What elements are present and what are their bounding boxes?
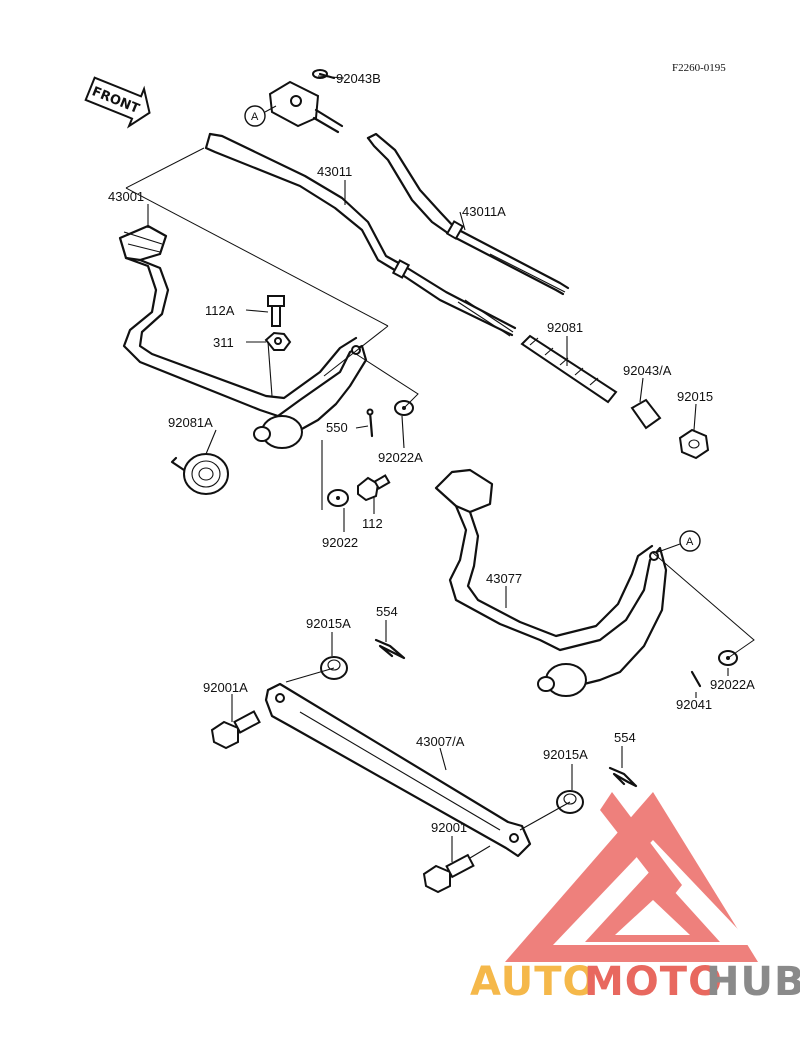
bolt-112 (357, 474, 391, 502)
part-label: 43077 (486, 571, 522, 586)
part-label: 112A (205, 303, 235, 318)
watermark-text: AUTO MOTO HUB (470, 959, 800, 1005)
bolt-92001A (210, 710, 261, 750)
watermark-moto: MOTO (584, 959, 723, 1005)
part-label: 43001 (108, 189, 144, 204)
nut-311 (264, 331, 292, 351)
leader-lines (147, 75, 729, 862)
part-label: 92081A (168, 415, 213, 430)
clip-554-bottom (608, 766, 638, 788)
watermark-auto: AUTO (470, 959, 598, 1005)
part-label: 92001 (431, 820, 467, 835)
nut-92015 (678, 428, 710, 460)
pin-92041 (690, 670, 702, 688)
part-label: 92015A (306, 616, 351, 631)
part-label: 92041 (676, 697, 712, 712)
part-label: 92001A (203, 680, 248, 695)
part-label: 92081 (547, 320, 583, 335)
part-label: 92043B (336, 71, 381, 86)
link-rod-43007A (264, 682, 532, 858)
reference-mark-a-bottom: A (657, 530, 701, 553)
part-label: 92015 (677, 389, 713, 404)
watermark-logo (505, 792, 758, 962)
reference-mark-a-top: A (244, 105, 277, 127)
part-label: 92022A (710, 677, 755, 692)
brake-pedal-43001 (118, 224, 368, 449)
bolt-112A (267, 295, 285, 327)
figure-code: F2260-0195 (672, 62, 726, 74)
clip-554-top (374, 638, 406, 660)
part-label: 92022 (322, 535, 358, 550)
spring-92081 (520, 334, 618, 404)
part-label: 112 (362, 516, 383, 531)
part-label: 554 (614, 730, 636, 745)
front-arrow-icon: FRONT (84, 76, 151, 129)
part-label: 92022A (378, 450, 423, 465)
bolt-92001 (422, 853, 475, 894)
reference-mark-label: A (251, 111, 259, 123)
adjuster-92043A (630, 398, 662, 430)
part-label: 43011 (317, 164, 352, 179)
washer-92022 (327, 489, 349, 507)
rod-43011 (204, 132, 517, 337)
part-labels: 92043B 43011 43011A 43001 112A 311 92081… (108, 71, 755, 835)
watermark-hub: HUB (706, 959, 800, 1005)
part-label: 43011A (462, 204, 506, 219)
alignment-lines (125, 147, 755, 659)
reference-mark-label: A (686, 536, 694, 548)
spring-92081A (170, 453, 229, 495)
part-label: 43007/A (416, 734, 465, 749)
part-label: 311 (213, 335, 234, 350)
part-label: 550 (326, 420, 348, 435)
brake-pedal-43077 (434, 468, 668, 697)
part-label: 92015A (543, 747, 588, 762)
clevis-part (268, 69, 344, 134)
part-label: 92043/A (623, 363, 672, 378)
rod-43011A (366, 132, 570, 296)
cotter-pin-550 (366, 408, 374, 438)
part-label: 554 (376, 604, 398, 619)
